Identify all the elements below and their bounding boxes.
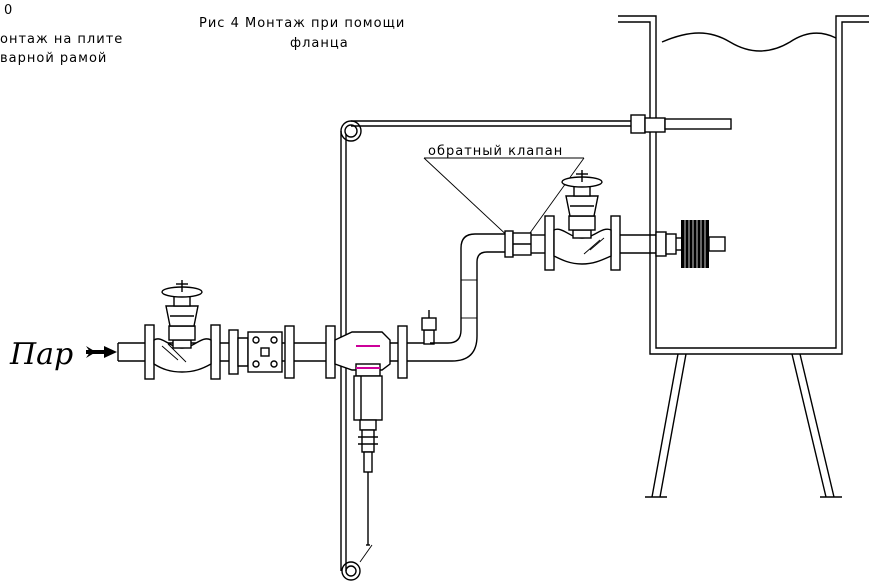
tank-inlet-coupling [655, 231, 682, 257]
tank-leg-right [791, 353, 835, 498]
left-caption-line2: варной рамой [0, 51, 107, 66]
regulator-inlet-flange [325, 325, 336, 379]
strainer [228, 325, 295, 379]
figure4-caption-line2: фланца [290, 36, 349, 51]
left-caption-line1: онтаж на плите [0, 32, 123, 47]
capillary-pulley-top [340, 120, 362, 142]
pipe-riser [430, 233, 510, 362]
steam-arrow-icon [86, 346, 117, 358]
liquid-surface [661, 32, 837, 52]
inlet-shutoff-valve [144, 280, 221, 380]
left-caption-line0: 0 [4, 3, 13, 18]
vent-valve [421, 310, 437, 345]
steam-label: Пар [9, 337, 73, 372]
regulator-outlet-flange [397, 325, 408, 379]
outlet-shutoff-valve [531, 170, 656, 271]
temperature-regulator [334, 331, 391, 546]
heat-exchanger-coil [681, 220, 726, 268]
tank-leg-left [651, 353, 687, 498]
capillary-pulley-bottom [341, 561, 361, 581]
tank [618, 15, 869, 498]
check-valve-leader-line-a [423, 157, 513, 241]
check-valve-label: обратный клапан [428, 144, 563, 159]
check-valve [504, 230, 532, 258]
figure4-caption-line1: Рис 4 Монтаж при помощи [199, 16, 405, 31]
temperature-sensor [630, 114, 732, 134]
check-valve-leader-line-b [529, 157, 585, 234]
